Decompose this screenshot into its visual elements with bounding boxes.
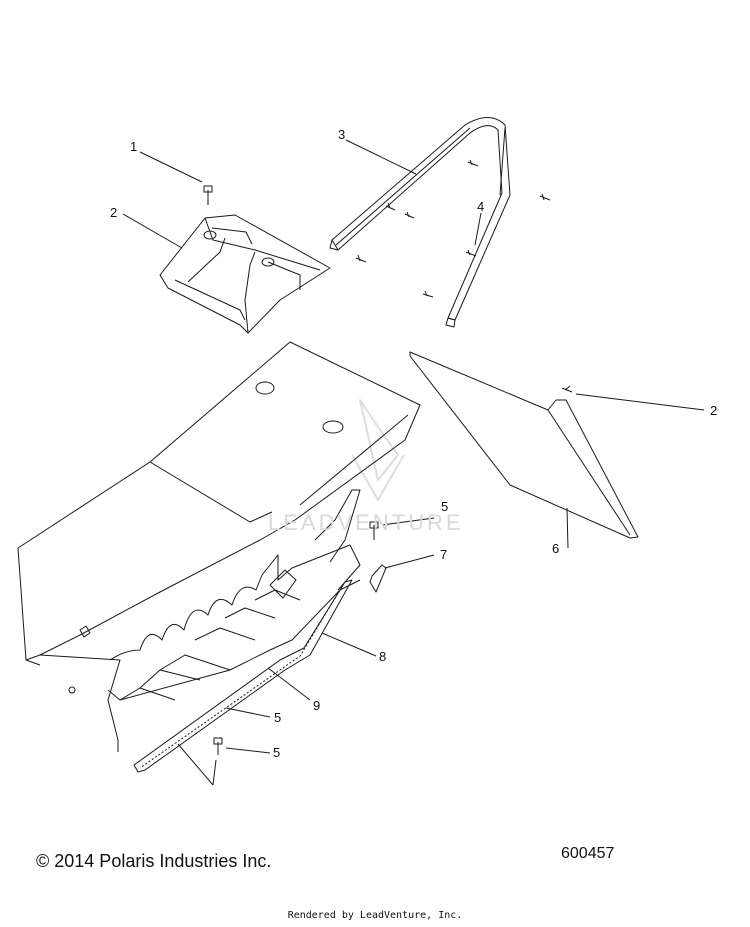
tunnel-panel <box>17 341 421 752</box>
callout-label: 4 <box>477 199 485 214</box>
callout-label: 2 <box>710 403 718 418</box>
callout-label: 5 <box>441 499 449 514</box>
part-6-flap <box>409 351 639 539</box>
watermark-logo <box>351 399 405 501</box>
part-1-bracket <box>159 185 331 334</box>
bolts-part-4 <box>355 159 551 298</box>
part-8-rail-strip <box>133 579 353 773</box>
callout-label: 6 <box>552 541 560 556</box>
callout-label: 3 <box>338 127 346 142</box>
footer-text: Rendered by LeadVenture, Inc. <box>287 910 463 921</box>
leader-lines <box>122 139 705 786</box>
callout-label: 2 <box>110 205 118 220</box>
callout-label: 5 <box>273 745 281 760</box>
callout-label: 9 <box>313 698 321 713</box>
callout-label: 1 <box>130 139 138 154</box>
copyright-text: © 2014 Polaris Industries Inc. <box>36 851 272 871</box>
fasteners-part-5 <box>213 521 379 755</box>
callout-label: 5 <box>274 710 282 725</box>
part-7-bracket <box>369 564 387 593</box>
watermark-text: LEADVENTURE <box>268 510 464 535</box>
part-3-rail <box>329 117 511 328</box>
callout-label: 7 <box>440 547 448 562</box>
figure-number: 600457 <box>561 845 615 862</box>
callout-label: 8 <box>379 649 387 664</box>
